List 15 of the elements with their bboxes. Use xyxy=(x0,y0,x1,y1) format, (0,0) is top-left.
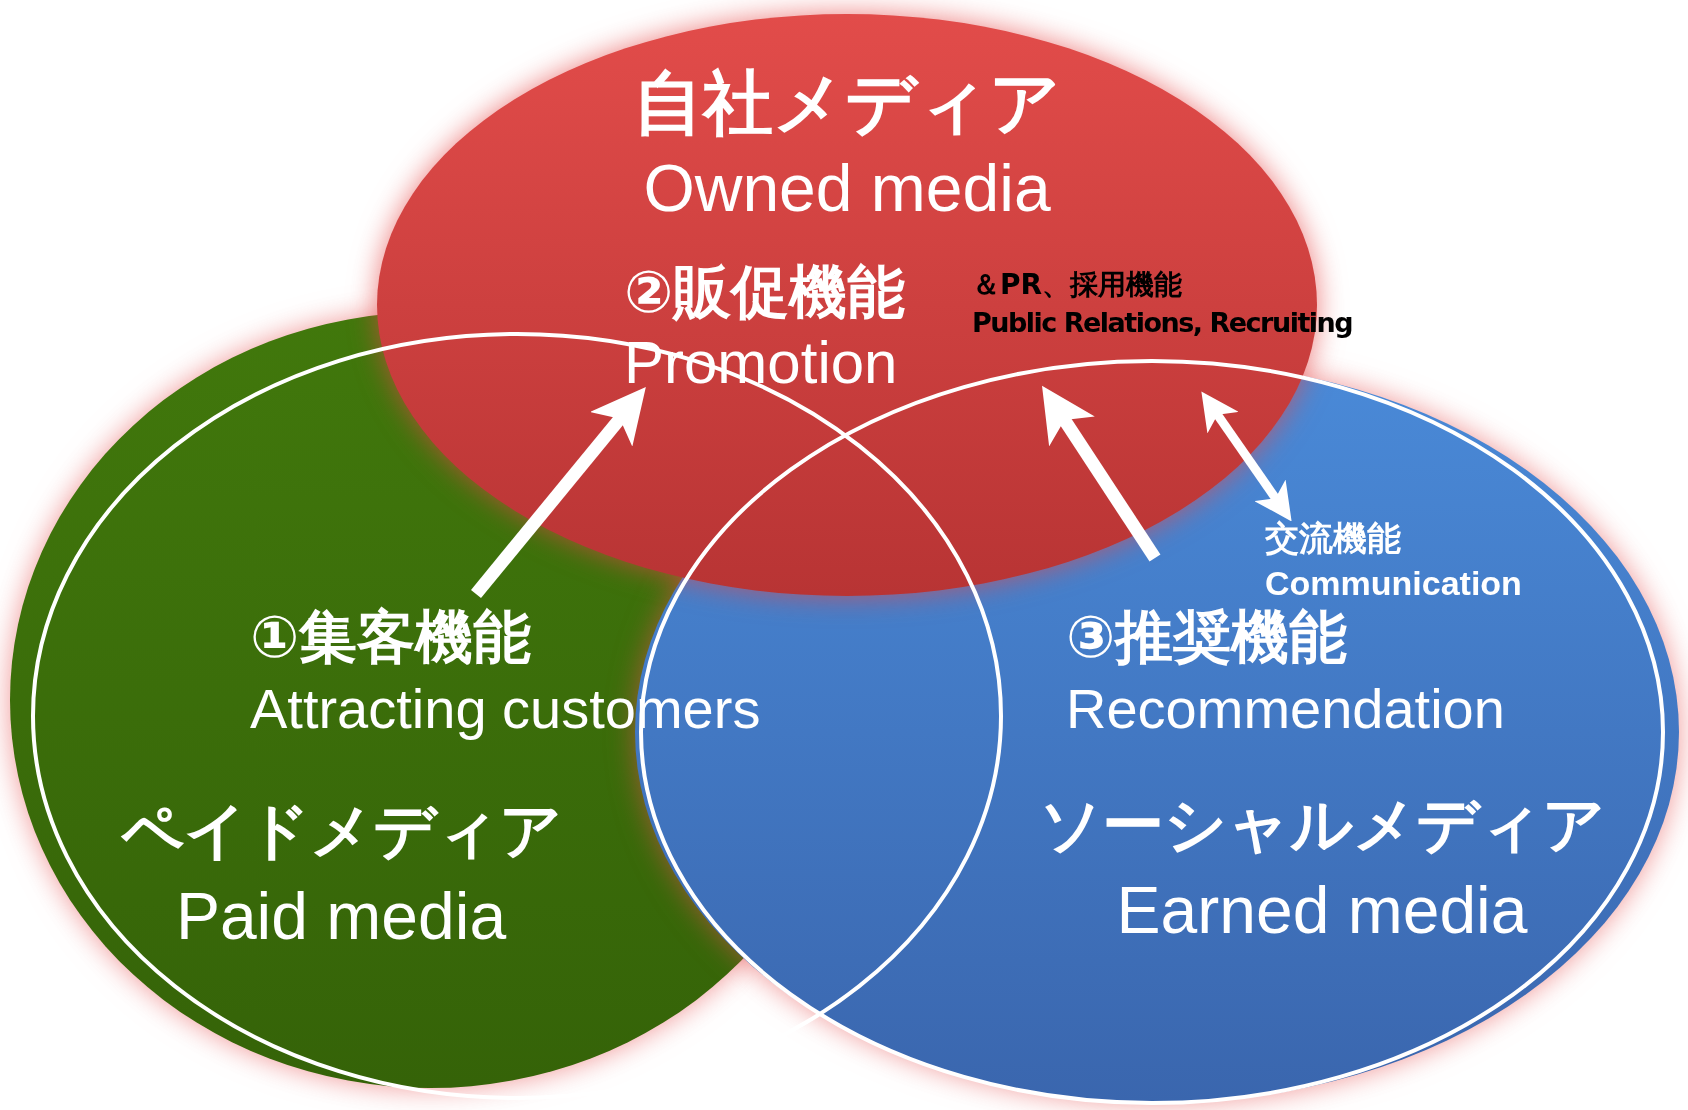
media-title: ペイドメディア xyxy=(119,793,563,869)
function-title: 交流機能 xyxy=(1265,517,1401,560)
function-title: ①集客機能 xyxy=(250,602,532,673)
media-title: ソーシャルメディア xyxy=(1038,787,1606,863)
media-subtitle: Earned media xyxy=(1115,872,1529,949)
media-subtitle: Paid media xyxy=(174,878,508,955)
arrow xyxy=(470,387,646,599)
note-text: ＆PR、採用機能 xyxy=(972,267,1183,303)
function-title: ②販促機能 xyxy=(624,257,906,328)
function-subtitle: Communication xyxy=(1265,563,1522,604)
function-title: ③推奨機能 xyxy=(1066,602,1348,673)
media-title: 自社メディア xyxy=(632,61,1062,146)
double-arrow xyxy=(1201,391,1292,522)
media-subtitle: Owned media xyxy=(642,150,1052,227)
function-subtitle: Recommendation xyxy=(1066,676,1505,742)
